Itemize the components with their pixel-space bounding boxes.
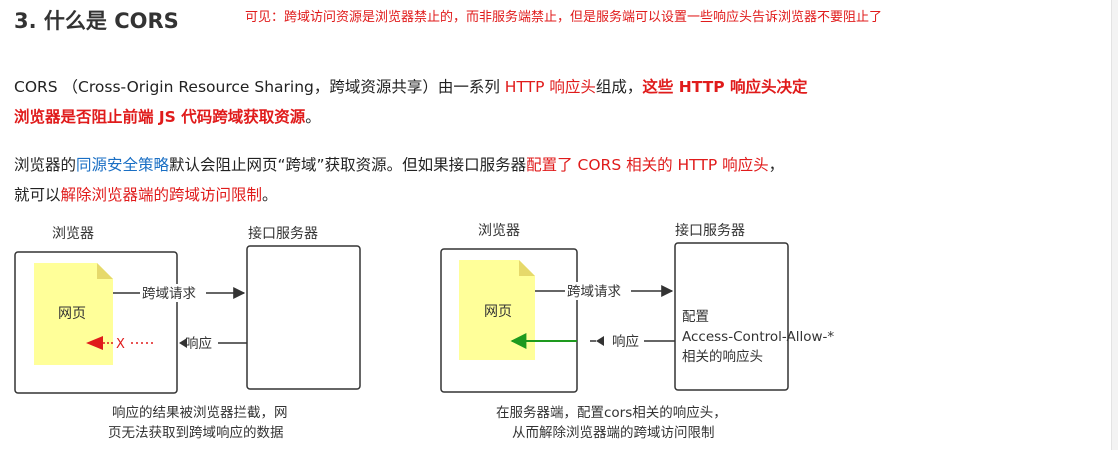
browser-label: 浏览器 <box>478 223 520 239</box>
text: 组成， <box>595 78 643 96</box>
bold-highlight-text: 浏览器是否阻止前端 JS 代码跨域获取资源 <box>14 108 306 126</box>
text: 。 <box>305 108 321 126</box>
page-fold <box>97 263 113 279</box>
highlight-text: HTTP 响应头 <box>504 78 596 96</box>
text: 默认会阻止网页“跨域”获取资源。但如果接口服务器 <box>169 156 527 174</box>
server-label: 接口服务器 <box>248 225 318 242</box>
text: 。 <box>262 186 278 204</box>
diagram-allowed: 浏览器 接口服务器 网页 跨域请求 响应 配置 Access-Control-A… <box>440 222 834 441</box>
label-bg <box>596 333 644 351</box>
server-config-text: 配置 <box>682 309 709 325</box>
request-label: 跨域请求 <box>142 286 196 302</box>
caption-line: 从而解除浏览器端的跨域访问限制 <box>512 425 715 441</box>
highlight-text: 配置了 CORS 相关的 HTTP 响应头 <box>526 156 769 174</box>
response-arrowhead <box>596 336 604 346</box>
cors-diagram: 浏览器 接口服务器 网页 跨域请求 响应 X 响应的结果被浏览器拦截，网 页无法… <box>14 222 834 441</box>
same-origin-policy-link[interactable]: 同源安全策略 <box>76 156 170 174</box>
section-title: 3. 什么是 CORS <box>14 9 179 33</box>
paragraph-same-origin: 浏览器的同源安全策略默认会阻止网页“跨域”获取资源。但如果接口服务器配置了 CO… <box>14 150 784 210</box>
text: CORS （Cross-Origin Resource Sharing，跨域资源… <box>14 78 505 96</box>
text: ， <box>768 156 785 174</box>
response-label: 响应 <box>612 333 639 350</box>
diagram-blocked: 浏览器 接口服务器 网页 跨域请求 响应 X 响应的结果被浏览器拦截，网 页无法… <box>14 225 361 441</box>
server-config-text: Access-Control-Allow-* <box>682 329 834 345</box>
caption-line: 页无法获取到跨域响应的数据 <box>108 424 284 441</box>
highlight-text: 解除浏览器端的跨域访问限制 <box>60 186 263 204</box>
label-bg <box>140 284 206 302</box>
blocked-x-mark: X <box>116 337 125 352</box>
scrollbar[interactable] <box>1111 0 1118 450</box>
annotation-note: 可见：跨域访问资源是浏览器禁止的，而非服务端禁止，但是服务端可以设置一些响应头告… <box>245 10 883 25</box>
caption-line: 响应的结果被浏览器拦截，网 <box>112 404 288 421</box>
server-box <box>674 242 789 391</box>
response-arrowhead <box>179 338 187 348</box>
bold-highlight-text: 这些 HTTP 响应头决定 <box>642 78 808 96</box>
page-label: 网页 <box>58 306 86 322</box>
server-config-text: 相关的响应头 <box>682 348 763 365</box>
page-fold <box>519 260 535 276</box>
label-bg <box>565 282 631 300</box>
request-label: 跨域请求 <box>567 284 621 300</box>
page-label: 网页 <box>484 304 512 320</box>
label-bg <box>178 335 218 353</box>
text: 就可以 <box>14 186 61 204</box>
server-label: 接口服务器 <box>675 222 745 239</box>
response-label: 响应 <box>185 335 212 352</box>
text: 浏览器的 <box>14 156 77 174</box>
browser-label: 浏览器 <box>52 226 94 242</box>
blocked-arrowhead <box>86 336 103 350</box>
paragraph-cors-definition: CORS （Cross-Origin Resource Sharing，跨域资源… <box>14 72 808 132</box>
webpage-document-icon <box>34 263 113 365</box>
caption-line: 在服务器端，配置cors相关的响应头， <box>496 404 727 421</box>
server-box <box>246 245 361 390</box>
